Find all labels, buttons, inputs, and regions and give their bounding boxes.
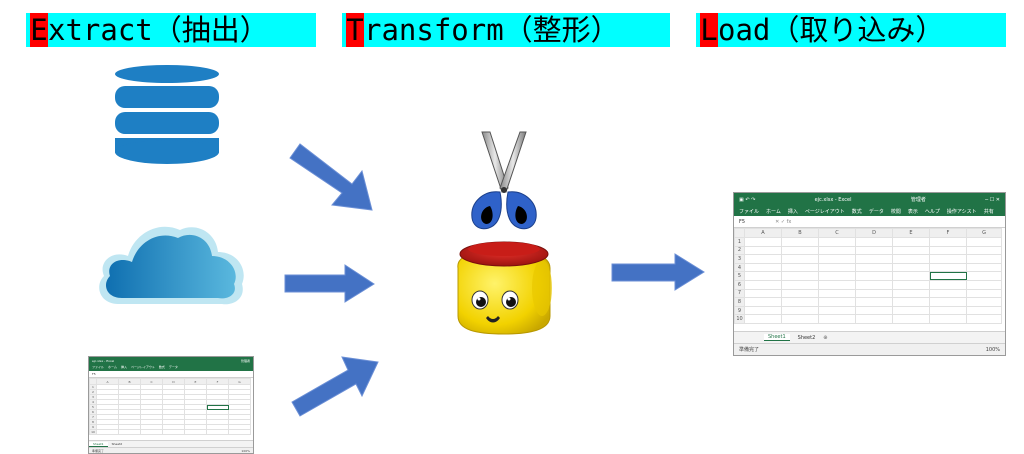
transform-header-text: ransform（整形） xyxy=(364,13,620,47)
ribbon-home[interactable]: ホーム xyxy=(108,365,117,369)
excel-title: ejc.xlsx - Excel xyxy=(92,359,115,363)
arrow-transform-to-load xyxy=(611,253,705,291)
ribbon-insert[interactable]: 挿入 xyxy=(120,365,127,369)
arrow-excel-to-transform xyxy=(291,356,379,417)
status-bar: 準備完了 100% xyxy=(734,343,1005,355)
row-header: 6 xyxy=(734,279,745,290)
sheet-tab-2[interactable]: Sheet2 xyxy=(797,334,816,341)
excel-ribbon: ファイル ホーム 挿入 ページレイアウト 数式 データ 校閲 表示 ヘルプ 操作… xyxy=(734,206,1005,216)
target-excel-window: ▣ ↶ ↷ ejc.xlsx - Excel 管理者 ─ ☐ ✕ ファイル ホー… xyxy=(733,192,1006,356)
ribbon-insert[interactable]: 挿入 xyxy=(787,208,798,215)
load-header-text: oad（取り込み） xyxy=(718,13,945,47)
window-controls-icon[interactable]: ─ ☐ ✕ xyxy=(985,196,1000,203)
col-header: B xyxy=(781,228,819,238)
row-header: 5 xyxy=(734,271,745,281)
ribbon-data[interactable]: データ xyxy=(168,365,178,369)
row-header: 4 xyxy=(734,262,745,273)
col-header: A xyxy=(744,228,782,238)
database-icon xyxy=(115,65,219,164)
ribbon-review[interactable]: 校閲 xyxy=(890,208,901,215)
row-header: 2 xyxy=(734,245,745,256)
formula-bar: F5 ✕ ✓ fx xyxy=(734,216,1005,228)
ribbon-formula[interactable]: 数式 xyxy=(158,365,165,369)
excel-user: 管理者 xyxy=(910,197,926,203)
sheet-tabs: Sheet1 Sheet2 xyxy=(89,440,253,447)
row-header: 3 xyxy=(734,254,745,264)
ribbon-layout[interactable]: ページレイアウト xyxy=(130,365,155,369)
ribbon-view[interactable]: 表示 xyxy=(907,208,918,215)
extract-header-text: xtract（抽出） xyxy=(48,13,269,47)
load-initial: L xyxy=(700,13,718,47)
name-box[interactable]: F5 xyxy=(739,218,746,225)
sheet-tab-1[interactable]: Sheet1 xyxy=(764,334,790,341)
ribbon-file[interactable]: ファイル xyxy=(739,208,760,215)
sheet-grid[interactable]: A B C D E F G 1 2 3 4 5 6 7 8 9 10 xyxy=(89,378,253,440)
cloud-icon xyxy=(99,226,244,305)
yellow-figure-icon xyxy=(457,241,552,335)
formula-icons: ✕ ✓ fx xyxy=(775,218,792,225)
status-text: 準備完了 xyxy=(92,449,105,453)
row-header: 10 xyxy=(734,314,745,324)
row-header: 8 xyxy=(734,297,745,307)
sheet-tab-1[interactable]: Sheet1 xyxy=(89,441,108,447)
scissors-icon xyxy=(471,131,537,230)
col-header: F xyxy=(929,228,967,238)
status-bar: 準備完了 100% xyxy=(89,447,253,453)
excel-title-bar: ejc.xlsx - Excel 管理者 xyxy=(89,357,253,365)
zoom-level[interactable]: 100% xyxy=(241,449,250,453)
ribbon-data[interactable]: データ xyxy=(868,208,884,215)
ribbon-share[interactable]: 共有 xyxy=(983,208,994,215)
extract-initial: E xyxy=(30,13,48,47)
excel-title-bar: ▣ ↶ ↷ ejc.xlsx - Excel 管理者 ─ ☐ ✕ xyxy=(734,193,1005,206)
ribbon-home[interactable]: ホーム xyxy=(766,208,781,215)
selected-cell[interactable] xyxy=(929,271,967,281)
col-header: D xyxy=(855,228,893,238)
col-header: E xyxy=(892,228,930,238)
ribbon-tellme[interactable]: 操作アシスト xyxy=(946,208,977,215)
ribbon-layout[interactable]: ページレイアウト xyxy=(804,208,845,215)
ribbon-formula[interactable]: 数式 xyxy=(851,208,862,215)
quick-access-icon[interactable]: ▣ ↶ ↷ xyxy=(739,196,756,203)
excel-user: 管理者 xyxy=(240,359,250,363)
zoom-level[interactable]: 100% xyxy=(985,346,1000,353)
col-header: C xyxy=(818,228,856,238)
arrow-db-to-transform xyxy=(289,143,373,211)
transform-initial: T xyxy=(346,13,364,47)
excel-title: ejc.xlsx - Excel xyxy=(814,196,852,203)
row-header: 9 xyxy=(734,305,745,316)
source-excel-window: ejc.xlsx - Excel 管理者 ファイル ホーム 挿入 ページレイアウ… xyxy=(88,356,254,454)
sheet-grid[interactable]: A B C D E F G 1 2 3 4 5 6 7 8 9 10 xyxy=(734,228,1005,331)
status-text: 準備完了 xyxy=(739,347,760,353)
sheet-tabs: Sheet1 Sheet2 ⊕ xyxy=(734,331,1005,343)
ribbon-file[interactable]: ファイル xyxy=(92,365,105,369)
col-header: G xyxy=(966,228,1002,238)
excel-ribbon: ファイル ホーム 挿入 ページレイアウト 数式 データ xyxy=(89,365,253,371)
sheet-tab-2[interactable]: Sheet2 xyxy=(111,442,123,446)
row-header: 7 xyxy=(734,288,745,299)
ribbon-help[interactable]: ヘルプ xyxy=(924,208,940,215)
add-sheet-icon[interactable]: ⊕ xyxy=(823,334,828,341)
row-header: 1 xyxy=(734,237,745,247)
name-box[interactable]: F5 xyxy=(92,372,96,376)
arrow-cloud-to-transform xyxy=(284,264,375,303)
formula-bar: F5 xyxy=(89,371,253,378)
